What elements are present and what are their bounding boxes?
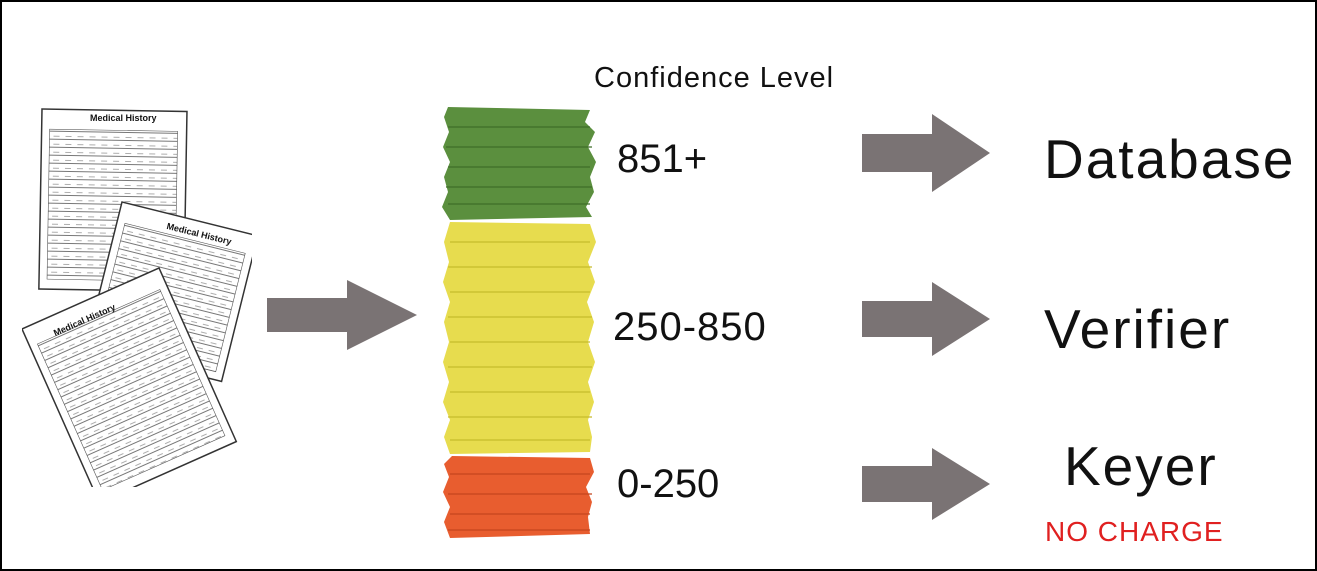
confidence-stack xyxy=(440,102,600,542)
range-label-medium: 250-850 xyxy=(613,305,767,349)
range-label-low: 0-250 xyxy=(617,462,720,506)
no-charge-note: NO CHARGE xyxy=(1045,516,1224,547)
destination-keyer: Keyer xyxy=(1064,435,1218,497)
document-label-back: Medical History xyxy=(90,113,157,123)
confidence-level-title: Confidence Level xyxy=(594,62,835,94)
output-arrow-medium-icon xyxy=(862,282,990,356)
output-arrow-high-icon xyxy=(862,114,990,192)
stack-section-medium xyxy=(443,222,596,454)
document-sheet-front xyxy=(21,266,238,504)
destination-database: Database xyxy=(1044,128,1296,190)
stack-section-high xyxy=(442,107,596,220)
documents-illustration: Medical History Medical History Medical … xyxy=(21,97,259,504)
input-arrow-icon xyxy=(267,280,417,350)
output-arrow-low-icon xyxy=(862,448,990,520)
range-label-high: 851+ xyxy=(617,137,708,181)
stack-section-low xyxy=(443,456,594,538)
destination-verifier: Verifier xyxy=(1044,298,1232,360)
